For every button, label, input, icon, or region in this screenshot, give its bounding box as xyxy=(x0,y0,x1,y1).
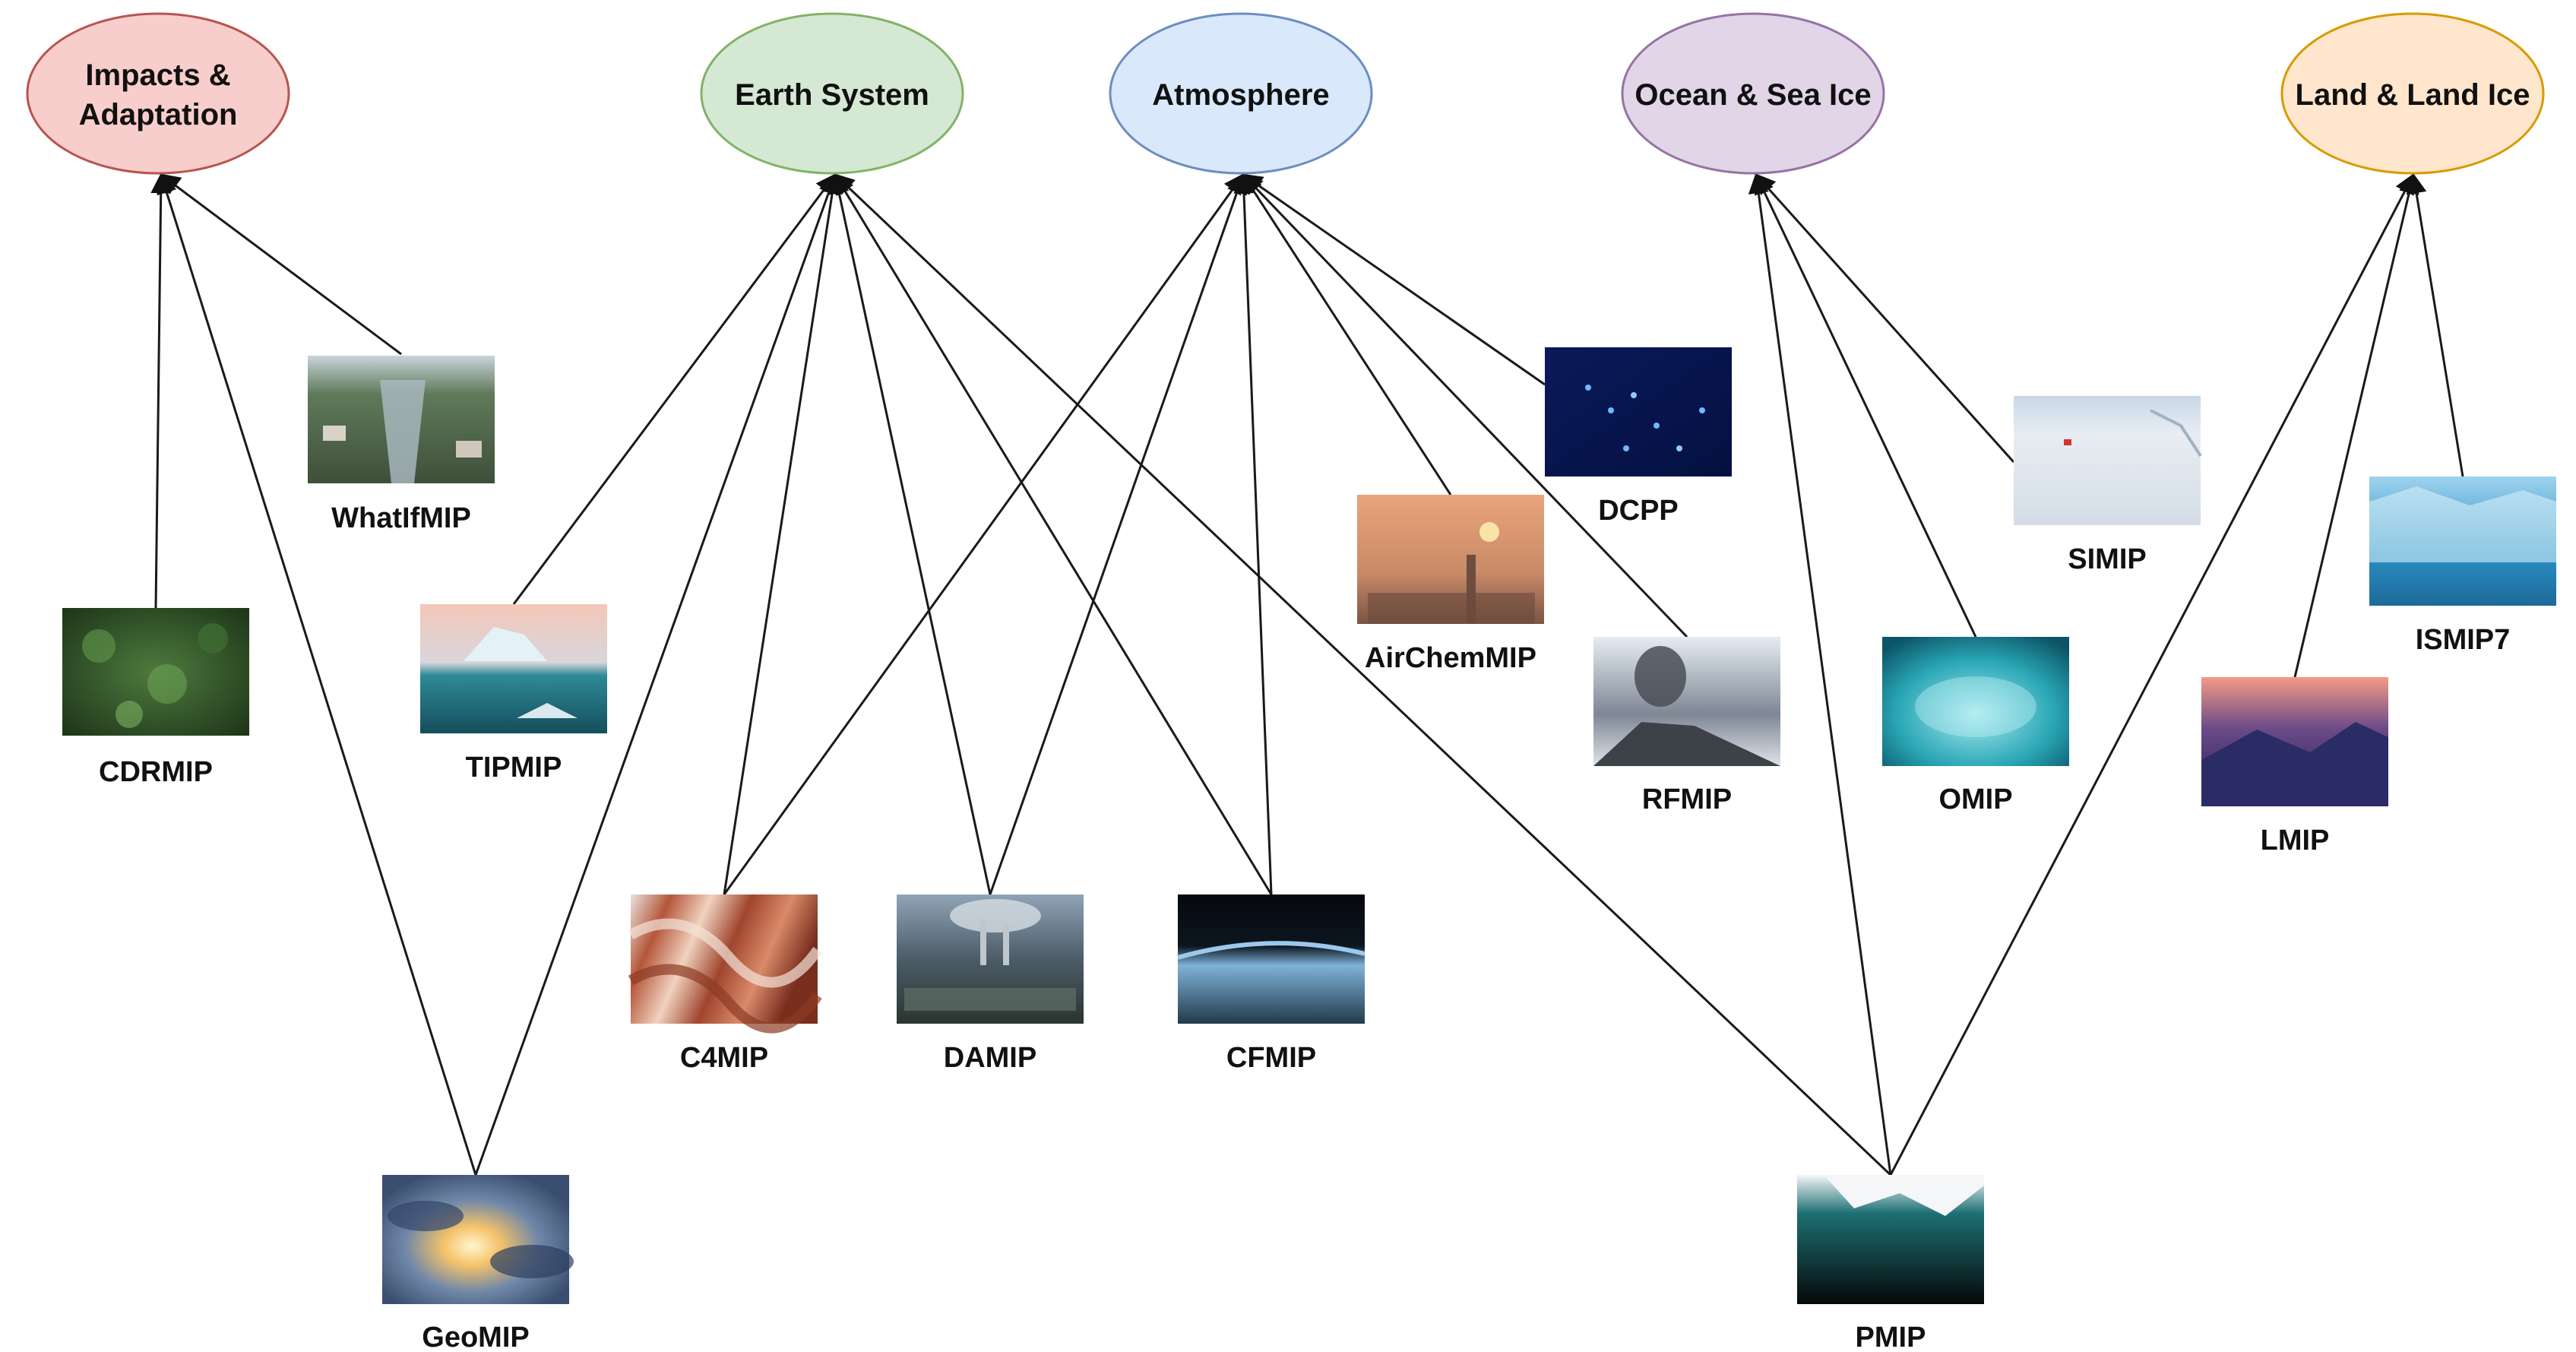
edge-tipmip-to-earth xyxy=(512,173,837,605)
mip-damip: DAMIP xyxy=(897,894,1084,1074)
edge-lmip-to-land xyxy=(2293,173,2419,678)
mip-label: SIMIP xyxy=(2068,543,2146,575)
mip-omip: OMIP xyxy=(1882,637,2069,815)
category-ellipse xyxy=(700,12,964,175)
mip-rfmip: RFMIP xyxy=(1593,637,1780,815)
mip-label: AirChemMIP xyxy=(1365,642,1536,674)
mip-label: ISMIP7 xyxy=(2416,624,2511,656)
forest-canopy-photo xyxy=(62,608,249,736)
mountain-dusk-photo xyxy=(2201,677,2388,806)
edge-simip-to-ocean xyxy=(1755,173,2015,464)
industrial-smoke-photo xyxy=(897,894,1084,1024)
mip-whatifmip: WhatIfMIP xyxy=(308,356,495,534)
category-land-land-ice: Land & Land Ice xyxy=(2280,12,2545,175)
sea-ice-photo xyxy=(2014,396,2202,525)
rock-strata-photo xyxy=(628,894,822,1034)
mip-geomip: GeoMIP xyxy=(382,1175,574,1352)
ice-core-wave-photo xyxy=(1797,1175,1984,1304)
edge-pmip-to-ocean xyxy=(1748,173,1892,1176)
category-label-line1: Impacts & xyxy=(85,59,230,92)
edges-layer xyxy=(150,173,2464,1176)
mip-label: WhatIfMIP xyxy=(331,502,471,534)
edge-damip-to-earth xyxy=(828,173,992,895)
mip-cfmip: CFMIP xyxy=(1177,894,1366,1074)
category-impacts: Impacts & Adaptation xyxy=(26,12,290,175)
mip-ismip7: ISMIP7 xyxy=(2369,477,2556,656)
edge-dcpp-to-atmosphere xyxy=(1241,173,1546,386)
category-label-line2: Adaptation xyxy=(79,98,238,131)
category-label: Land & Land Ice xyxy=(2296,78,2530,112)
glacier-front-photo xyxy=(2369,477,2556,606)
edge-pmip-to-earth xyxy=(834,173,1892,1176)
category-ellipse xyxy=(2280,12,2545,175)
digital-dots-photo xyxy=(1545,347,1732,477)
mip-label: TIPMIP xyxy=(466,752,562,784)
mip-c4mip: C4MIP xyxy=(628,894,822,1074)
mip-label: DAMIP xyxy=(944,1042,1036,1074)
edge-airchemmip-to-atmosphere xyxy=(1242,173,1452,496)
mip-cdrmip: CDRMIP xyxy=(62,608,249,788)
mip-dcpp: DCPP xyxy=(1545,347,1732,527)
edge-geomip-to-earth xyxy=(474,173,839,1176)
mip-lmip: LMIP xyxy=(2201,677,2388,856)
edge-omip-to-ocean xyxy=(1755,173,1977,638)
mip-label: GeoMIP xyxy=(422,1322,529,1352)
underwater-ocean-photo xyxy=(1882,637,2069,766)
mip-airchemmip: AirChemMIP xyxy=(1357,495,1544,674)
category-ellipse xyxy=(1109,12,1373,175)
edge-cdrmip-to-impacts xyxy=(150,173,172,609)
sunlit-clouds-photo xyxy=(382,1175,574,1304)
edge-damip-to-atmosphere xyxy=(989,173,1247,895)
edge-whatifmip-to-impacts xyxy=(159,173,402,356)
flooded-town-photo xyxy=(308,356,495,483)
category-label: Atmosphere xyxy=(1152,78,1329,112)
category-label: Ocean & Sea Ice xyxy=(1635,78,1871,112)
category-ellipse xyxy=(1621,12,1885,175)
edge-cfmip-to-atmosphere xyxy=(1233,173,1273,895)
category-ellipse xyxy=(26,12,290,175)
category-atmosphere: Atmosphere xyxy=(1109,12,1373,175)
mip-tipmip: TIPMIP xyxy=(420,604,607,784)
mip-label: OMIP xyxy=(1938,784,2012,815)
mip-pmip: PMIP xyxy=(1797,1175,1984,1352)
edge-pmip-to-land xyxy=(1889,173,2415,1176)
category-earth-system: Earth System xyxy=(700,12,964,175)
category-ocean-sea-ice: Ocean & Sea Ice xyxy=(1621,12,1885,175)
edge-rfmip-to-atmosphere xyxy=(1242,173,1688,638)
edge-c4mip-to-earth xyxy=(723,173,843,895)
edge-cfmip-to-earth xyxy=(834,173,1273,895)
edge-c4mip-to-atmosphere xyxy=(723,173,1245,895)
mip-label: CFMIP xyxy=(1226,1042,1316,1074)
earth-from-space-photo xyxy=(1177,894,1366,1024)
mip-label: C4MIP xyxy=(680,1042,768,1074)
volcano-eruption-photo xyxy=(1593,637,1780,766)
iceberg-photo xyxy=(420,604,607,733)
mip-label: CDRMIP xyxy=(99,756,213,788)
smoggy-city-sunset-photo xyxy=(1357,495,1544,624)
mip-label: DCPP xyxy=(1598,495,1679,527)
mip-simip: SIMIP xyxy=(2014,396,2202,575)
mip-label: RFMIP xyxy=(1642,784,1732,815)
mip-label: PMIP xyxy=(1856,1322,1926,1352)
category-label: Earth System xyxy=(735,78,929,112)
mip-label: LMIP xyxy=(2261,825,2330,856)
edge-geomip-to-impacts xyxy=(157,173,477,1176)
edge-ismip7-to-land xyxy=(2406,173,2464,477)
